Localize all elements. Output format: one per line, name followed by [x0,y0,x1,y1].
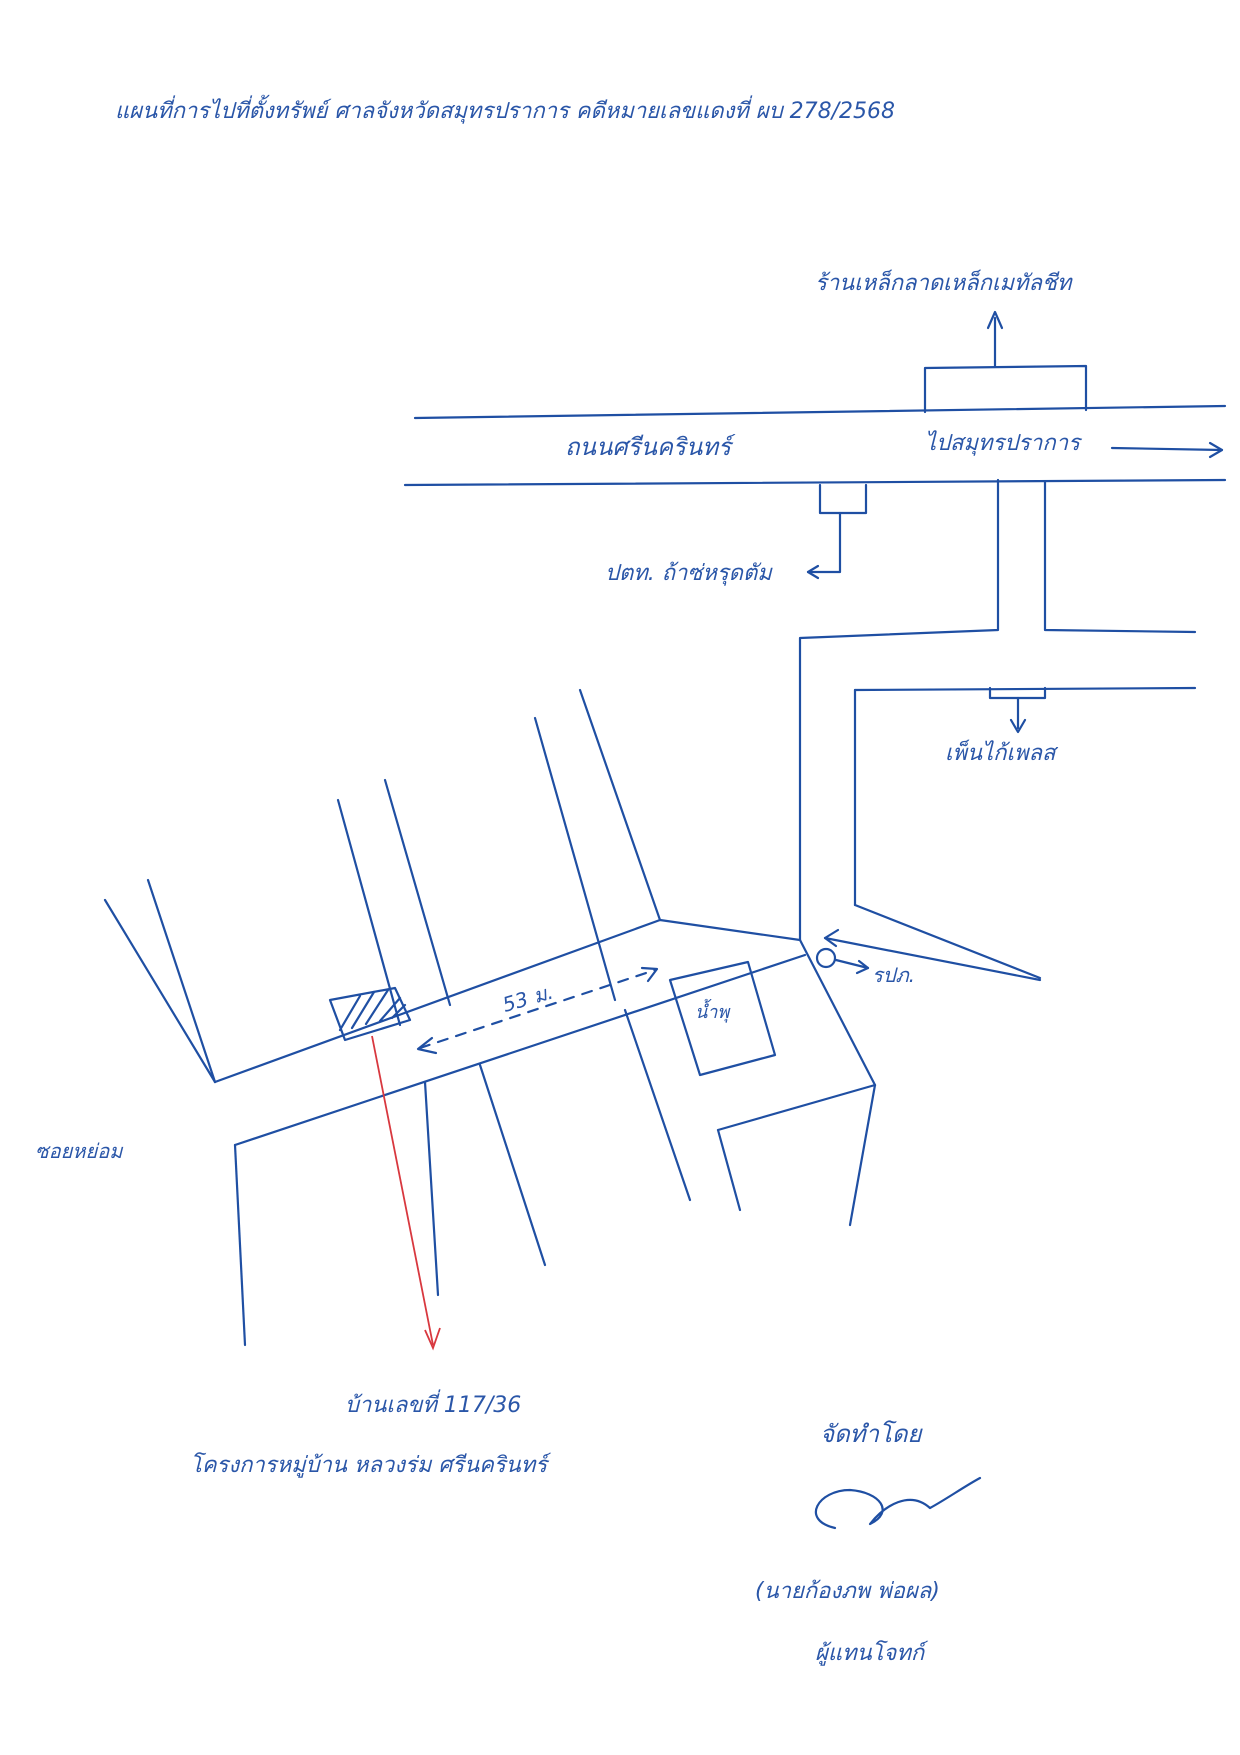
post-office-box [806,483,868,580]
post-office-label: ปตท. ถ้าซ่หรุดตัม [605,561,773,586]
prepared-by-label: จัดทำโดย [820,1420,923,1448]
signature-scribble [814,1476,982,1530]
signer-name: (นายก้องภพ พ่อผล) [755,1579,940,1604]
pond-label: น้ำพุ [695,998,731,1023]
direction-arrow [1110,441,1224,459]
property-pointer [371,1035,441,1351]
direction-label: ไปสมุทรปราการ [925,430,1083,456]
upper-streets [103,688,662,1084]
guard-label: รปภ. [872,963,915,987]
document-title: แผนที่การไปที่ตั้งทรัพย์ ศาลจังหวัดสมุทร… [115,94,895,124]
main-road-label: ถนนศรีนครินทร์ [565,433,736,461]
plaza-label: เพ็นไก้เพลส [945,739,1059,766]
property-plot [328,986,412,1042]
lower-streets [233,938,877,1347]
soi-label: ซอยหย่อม [35,1139,124,1163]
house-number: บ้านเลขที่ 117/36 [345,1389,521,1418]
top-store-building [923,310,1088,414]
pond [668,960,777,1077]
connector-road [798,478,1197,942]
top-diagonal-arrow [823,928,1042,982]
main-road [403,404,1227,487]
signer-role: ผู้แทนโจทก์ [815,1640,929,1666]
plaza-marker [988,686,1047,734]
distance-arrow [416,966,659,1055]
guard-marker [815,947,870,975]
top-store-label: ร้านเหล็กลาดเหล็กเมทัลชีท [815,269,1073,296]
diagonal-soi [213,903,1042,1147]
project-name: โครงการหมู่บ้าน หลวงร่ม ศรีนครินทร์ [190,1452,552,1478]
